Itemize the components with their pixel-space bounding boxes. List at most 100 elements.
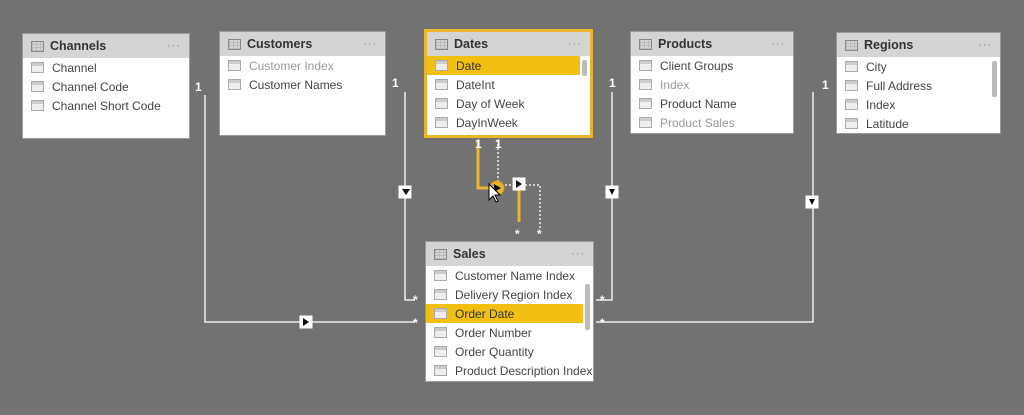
column-item[interactable]: DayInWeek xyxy=(427,113,590,132)
rel-products-sales xyxy=(596,92,613,301)
column-item[interactable]: DateInt xyxy=(427,75,590,94)
table-regions[interactable]: Regions··· City Full Address Index Latit… xyxy=(836,32,1001,134)
more-options-icon[interactable]: ··· xyxy=(363,38,377,50)
column-icon xyxy=(228,60,241,71)
table-name: Channels xyxy=(50,39,107,53)
column-name: Delivery Region Index xyxy=(455,287,573,302)
column-icon xyxy=(434,308,447,319)
more-options-icon[interactable]: ··· xyxy=(568,38,582,50)
table-name: Sales xyxy=(453,247,486,261)
column-name: Order Date xyxy=(455,306,515,321)
column-name: Product Description Index xyxy=(455,363,593,378)
table-channels[interactable]: Channels ··· Channel Channel Code Channel… xyxy=(22,33,190,139)
column-name: Product Name xyxy=(660,96,737,111)
column-name: Full Address xyxy=(866,78,933,93)
cardinality-one: 1 xyxy=(195,80,202,94)
column-item[interactable]: Order Quantity xyxy=(426,342,593,361)
column-name: Channel Code xyxy=(52,79,129,94)
column-item[interactable]: Delivery Region Index xyxy=(426,285,593,304)
column-icon xyxy=(639,117,652,128)
column-icon xyxy=(434,289,447,300)
column-name: Index xyxy=(866,97,896,112)
column-name: Latitude xyxy=(866,116,909,131)
column-item[interactable]: Latitude xyxy=(837,114,1000,133)
table-header[interactable]: Products··· xyxy=(631,32,793,56)
mouse-cursor-icon xyxy=(488,182,502,203)
column-name: Product Sales xyxy=(660,115,735,130)
column-icon xyxy=(845,99,858,110)
column-icon xyxy=(31,62,44,73)
column-name: Day of Week xyxy=(456,96,525,111)
column-icon xyxy=(31,100,44,111)
column-item[interactable]: Channel Short Code xyxy=(23,96,189,115)
column-icon xyxy=(31,81,44,92)
table-icon xyxy=(845,39,858,51)
cardinality-many: * xyxy=(413,293,418,307)
more-options-icon[interactable]: ··· xyxy=(771,38,785,50)
table-header[interactable]: Dates ··· xyxy=(427,32,590,56)
column-item[interactable]: Full Address xyxy=(837,76,1000,95)
column-item[interactable]: City xyxy=(837,57,1000,76)
column-item[interactable]: Customer Name Index xyxy=(426,266,593,285)
table-customers[interactable]: Customers ··· Customer Index Customer Nam… xyxy=(219,31,386,136)
table-header[interactable]: Regions··· xyxy=(837,33,1000,57)
more-options-icon[interactable]: ··· xyxy=(571,248,585,260)
table-products[interactable]: Products··· Client Groups Index Product … xyxy=(630,31,794,134)
column-item[interactable]: Customer Names xyxy=(220,75,385,94)
column-item[interactable]: Order Date xyxy=(426,304,583,323)
column-name: Customer Names xyxy=(249,77,343,92)
column-item[interactable]: Index xyxy=(837,95,1000,114)
column-name: Customer Index xyxy=(249,58,334,73)
column-item[interactable]: Day of Week xyxy=(427,94,590,113)
column-name: Index xyxy=(660,77,690,92)
column-icon xyxy=(434,365,447,376)
cardinality-one: 1 xyxy=(392,76,399,90)
column-icon xyxy=(435,117,448,128)
table-icon xyxy=(435,38,448,50)
rel-regions-sales xyxy=(596,92,814,323)
more-options-icon[interactable]: ··· xyxy=(978,39,992,51)
table-dates[interactable]: Dates ··· Date DateInt Day of Week DayInW… xyxy=(424,29,593,138)
column-item[interactable]: Date xyxy=(427,56,580,75)
cardinality-many: * xyxy=(515,227,520,241)
column-icon xyxy=(434,327,447,338)
column-item[interactable]: Product Description Index xyxy=(426,361,593,380)
column-name: Order Number xyxy=(455,325,532,340)
column-name: Date xyxy=(456,58,482,73)
table-icon xyxy=(434,248,447,260)
column-icon xyxy=(435,98,448,109)
column-item[interactable]: Index xyxy=(631,75,793,94)
table-header[interactable]: Customers ··· xyxy=(220,32,385,56)
column-name: Customer Name Index xyxy=(455,268,576,283)
column-name: Client Groups xyxy=(660,58,734,73)
column-icon xyxy=(228,79,241,90)
column-icon xyxy=(434,270,447,281)
column-name: Channel xyxy=(52,60,97,75)
column-name: City xyxy=(866,59,887,74)
table-name: Customers xyxy=(247,37,313,51)
table-name: Dates xyxy=(454,37,489,51)
column-item[interactable]: Channel xyxy=(23,58,189,77)
column-item[interactable]: Client Groups xyxy=(631,56,793,75)
scrollbar[interactable] xyxy=(992,61,997,97)
column-item[interactable]: Product Sales xyxy=(631,113,793,132)
column-item[interactable]: Product Name xyxy=(631,94,793,113)
column-item[interactable]: Customer Index xyxy=(220,56,385,75)
table-sales[interactable]: Sales ··· Customer Name Index Delivery Re… xyxy=(425,241,594,382)
column-item[interactable]: Order Number xyxy=(426,323,593,342)
table-header[interactable]: Channels ··· xyxy=(23,34,189,58)
cardinality-many: * xyxy=(600,293,605,307)
scrollbar[interactable] xyxy=(585,284,590,330)
rel-customers-sales xyxy=(404,92,415,301)
column-icon xyxy=(845,80,858,91)
cardinality-one: 1 xyxy=(822,78,829,92)
scrollbar[interactable] xyxy=(582,60,587,76)
more-options-icon[interactable]: ··· xyxy=(167,40,181,52)
cardinality-many: * xyxy=(537,227,542,241)
cardinality-many: * xyxy=(600,316,605,330)
table-header[interactable]: Sales ··· xyxy=(426,242,593,266)
cardinality-one: 1 xyxy=(475,137,482,151)
column-item[interactable]: Channel Code xyxy=(23,77,189,96)
cardinality-many: * xyxy=(413,316,418,330)
